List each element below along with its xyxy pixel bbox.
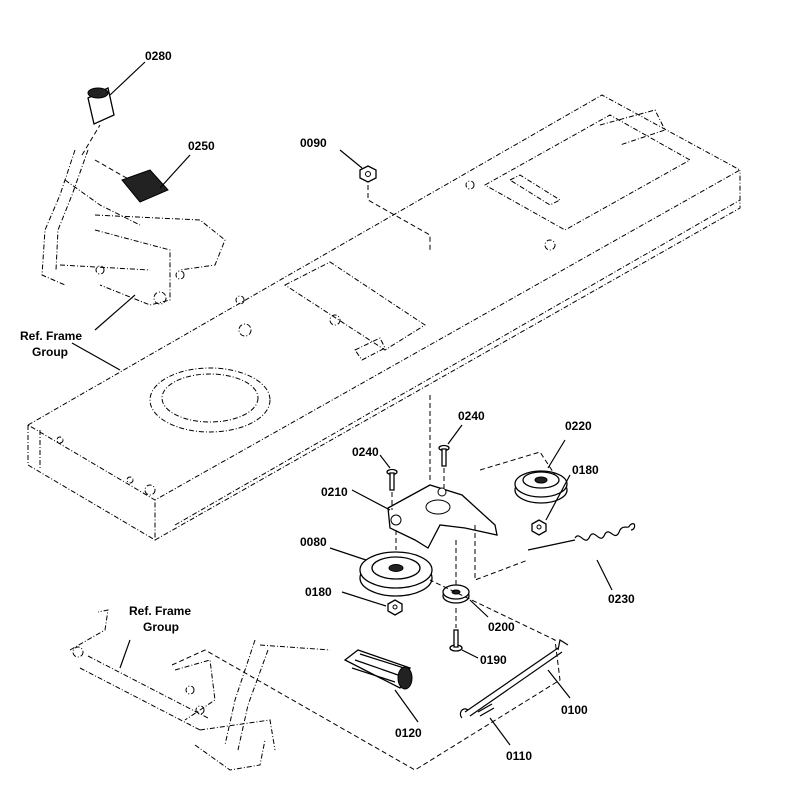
part-label-0250: 0250 [188,139,215,153]
part-label-0080: 0080 [300,535,327,549]
part-0120-grip[interactable] [343,649,419,723]
part-0110-pin[interactable] [477,703,511,746]
part-label-0110: 0110 [506,749,532,763]
part-0210-bracket[interactable] [351,395,498,549]
part-0190-bolt[interactable] [449,608,479,659]
part-0180-nut-right[interactable] [531,474,571,536]
part-label-0120: 0120 [395,726,422,740]
part-0230-spring[interactable] [474,523,636,591]
part-label-0180-right: 0180 [572,463,599,477]
lift-lever-drawing [41,124,226,306]
part-label-0230: 0230 [608,592,635,606]
ref-frame-label-top-line2: Group [32,345,68,359]
part-0200-spacer[interactable] [442,540,489,618]
part-label-0090: 0090 [300,136,327,150]
part-label-0210: 0210 [321,485,348,499]
part-label-0240-right: 0240 [458,409,485,423]
part-0090-nut[interactable] [339,149,431,250]
part-0220-pulley[interactable] [479,439,568,504]
part-0100-rod[interactable] [459,639,571,719]
part-label-0100: 0100 [561,703,588,717]
ref-frame-label-bottom-line2: Group [143,620,179,634]
part-0280-cap[interactable] [87,61,146,125]
part-label-0240-left: 0240 [352,445,379,459]
frame-drawing [27,94,742,541]
part-0180-nut-left[interactable] [341,591,403,616]
part-label-0220: 0220 [565,419,592,433]
part-0080-pulley[interactable] [329,530,433,597]
ref-frame-leader-top [71,342,121,371]
ref-frame-label-bottom-line1: Ref. Frame [129,604,191,618]
part-label-0190: 0190 [480,653,507,667]
part-label-0180-left: 0180 [305,585,332,599]
ref-frame-label-top-line1: Ref. Frame [20,329,82,343]
part-label-0200: 0200 [488,620,515,634]
part-0240-bolt-left[interactable] [379,454,398,510]
part-0250-grip[interactable] [121,154,191,203]
ref-frame-leader-bottom [119,639,131,669]
pedal-assembly-drawing [69,579,561,771]
part-label-0280: 0280 [145,49,172,63]
ref-frame-leader-top-2 [94,294,136,331]
part-0240-bolt-right[interactable] [438,424,463,488]
